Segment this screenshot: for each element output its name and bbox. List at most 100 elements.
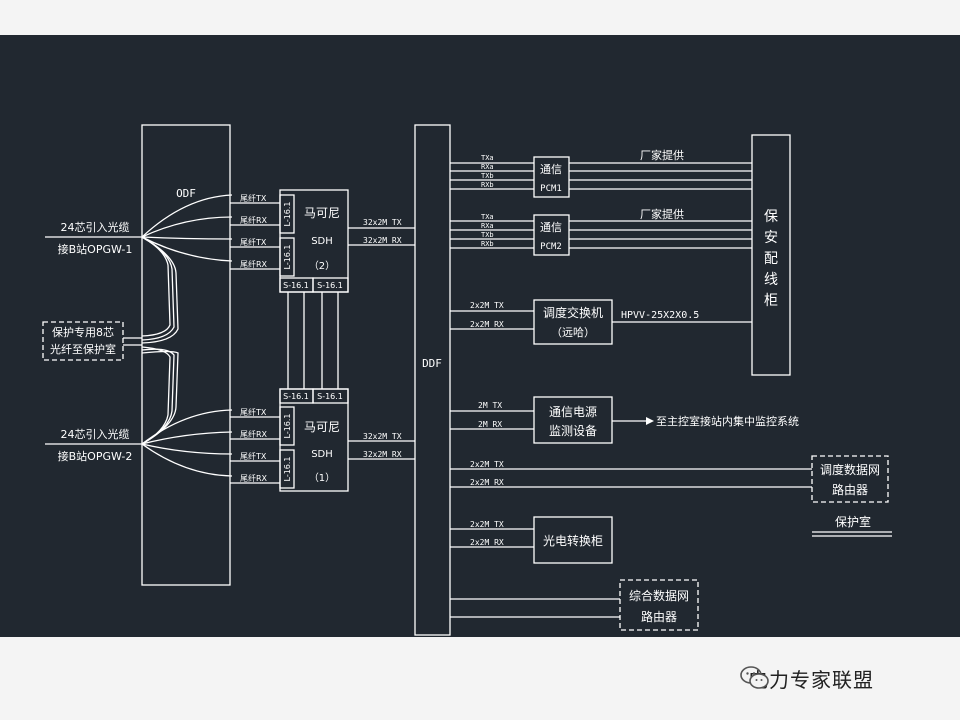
odf-box xyxy=(141,124,231,586)
distribution-cabinet: 保 安 配 线 柜 xyxy=(751,134,791,376)
integrated-router: 综合数据网 路由器 xyxy=(450,579,699,631)
dispatch-router-rx: 2x2M RX xyxy=(470,478,504,487)
pcm1-vendor: 厂家提供 xyxy=(640,148,684,162)
sdh1-port-s2-label: S-16.1 xyxy=(317,392,343,401)
pigtail-tx-2: 尾纤TX xyxy=(240,237,267,247)
watermark-text: 电力专家联盟 xyxy=(748,667,874,692)
sdh1-port-l2-label: L-16.1 xyxy=(283,456,292,481)
dispatch-router-line2: 路由器 xyxy=(832,482,868,497)
optical-cabinet-label: 光电转换柜 xyxy=(543,533,603,548)
pigtails-upper: 尾纤TX 尾纤RX 尾纤TX 尾纤RX xyxy=(230,193,280,270)
power-monitor-dest: 至主控室接站内集中监控系统 xyxy=(656,414,799,428)
diagram-canvas: ODF DDF 24芯引入光缆 接B站OPGW-1 24芯引入光缆 接B站OPG… xyxy=(0,35,960,637)
sdh2-type: SDH xyxy=(311,236,333,247)
protect-room: 保护室 xyxy=(812,514,892,537)
power-monitor-line1: 通信电源 xyxy=(549,405,597,419)
integrated-router-line2: 路由器 xyxy=(641,609,677,624)
sdh2-port-l1 xyxy=(279,194,295,234)
cabinet-char-0: 保 xyxy=(764,209,778,225)
pigtail-rx-3: 尾纤RX xyxy=(240,429,268,439)
pcm2-box xyxy=(533,214,570,256)
cabinet-char-1: 安 xyxy=(764,230,778,246)
pcm2-sig-2: TXb xyxy=(481,231,494,239)
pcm2-line2: PCM2 xyxy=(540,242,562,252)
dispatch-switch-cable: HPVV-25X2X0.5 xyxy=(621,310,699,321)
sdh2-link-rx: 32x2M RX xyxy=(363,236,402,245)
sdh1-type: SDH xyxy=(311,449,333,460)
pigtail-rx-4: 尾纤RX xyxy=(240,473,268,483)
pcm1-line2: PCM1 xyxy=(540,184,562,194)
pigtail-tx-3: 尾纤TX xyxy=(240,407,267,417)
sdh2-port-l2-label: L-16.1 xyxy=(283,244,292,269)
protect-fiber-line1: 保护专用8芯 xyxy=(52,325,114,339)
power-monitor-line2: 监测设备 xyxy=(549,424,597,438)
pcm2-sig-1: RXa xyxy=(481,222,494,230)
sdh2-ddf-links: 32x2M TX 32x2M RX xyxy=(348,218,415,246)
ddf-box xyxy=(414,124,451,636)
pcm1-sig-2: TXb xyxy=(481,172,494,180)
cable1-label-line1: 24芯引入光缆 xyxy=(61,220,130,234)
cable2-label-line2: 接B站OPGW-2 xyxy=(58,449,133,463)
sdh1-port-l2 xyxy=(279,449,295,489)
sdh-1: S-16.1 S-16.1 L-16.1 L-16.1 马可尼 SDH （1） xyxy=(279,388,349,492)
cabinet-char-4: 柜 xyxy=(764,293,778,309)
pcm2-line1: 通信 xyxy=(540,221,562,234)
comm-system-diagram: ODF DDF 24芯引入光缆 接B站OPGW-1 24芯引入光缆 接B站OPG… xyxy=(42,124,892,636)
ddf-label: DDF xyxy=(422,357,442,370)
sdh2-index: （2） xyxy=(309,260,335,272)
sdh1-port-s1-label: S-16.1 xyxy=(283,392,309,401)
odf-label: ODF xyxy=(176,187,196,200)
fiber-fanout-lower xyxy=(141,346,233,477)
sdh1-port-l1-label: L-16.1 xyxy=(283,413,292,438)
sdh2-port-s2 xyxy=(312,277,349,293)
sdh1-link-rx: 32x2M RX xyxy=(363,450,402,459)
cabinet-box xyxy=(751,134,791,376)
fiber-fanout-upper xyxy=(141,194,233,344)
sdh1-port-s2 xyxy=(312,388,349,404)
optical-cabinet: 光电转换柜 2x2M TX 2x2M RX xyxy=(450,516,613,564)
pcm1-sig-1: RXa xyxy=(481,163,494,171)
protect-fiber-line2: 光纤至保护室 xyxy=(50,342,116,356)
pigtail-rx-1: 尾纤RX xyxy=(240,215,268,225)
wechat-icon xyxy=(740,666,769,689)
power-monitor-tx: 2M TX xyxy=(478,401,502,410)
sdh2-port-l2 xyxy=(279,237,295,277)
cabinet-char-3: 线 xyxy=(764,272,778,288)
sdh1-port-l1 xyxy=(279,406,295,446)
power-monitor-rx: 2M RX xyxy=(478,420,502,429)
optical-cabinet-rx: 2x2M RX xyxy=(470,538,504,547)
pcm1-line1: 通信 xyxy=(540,163,562,176)
dispatch-router-tx: 2x2M TX xyxy=(470,460,504,469)
dispatch-router-box xyxy=(811,455,889,503)
sdh-interconnect xyxy=(287,292,339,389)
sdh1-ddf-links: 32x2M TX 32x2M RX xyxy=(348,432,415,460)
pcm2-sig-3: RXb xyxy=(481,240,494,248)
dispatch-switch-line1: 调度交换机 xyxy=(543,305,603,320)
protect-room-label: 保护室 xyxy=(835,514,871,529)
pcm1-box xyxy=(533,156,570,198)
sdh1-link-tx: 32x2M TX xyxy=(363,432,402,441)
dispatch-router: 调度数据网 路由器 2x2M TX 2x2M RX xyxy=(450,455,889,503)
dispatch-router-line1: 调度数据网 xyxy=(820,462,880,477)
pigtail-tx-1: 尾纤TX xyxy=(240,193,267,203)
integrated-router-line1: 综合数据网 xyxy=(629,588,689,603)
sdh2-port-l1-label: L-16.1 xyxy=(283,201,292,226)
pigtail-rx-2: 尾纤RX xyxy=(240,259,268,269)
dispatch-switch-rx: 2x2M RX xyxy=(470,320,504,329)
pcm1-sig-0: TXa xyxy=(481,154,494,162)
pigtail-tx-4: 尾纤TX xyxy=(240,451,267,461)
watermark: 电力专家联盟 xyxy=(740,665,874,692)
cable2-label-line1: 24芯引入光缆 xyxy=(61,427,130,441)
optical-cabinet-box xyxy=(533,516,613,564)
cable1-label-line2: 接B站OPGW-1 xyxy=(58,242,133,256)
pcm2-vendor: 厂家提供 xyxy=(640,207,684,221)
optical-cabinet-tx: 2x2M TX xyxy=(470,520,504,529)
pcm2-sig-0: TXa xyxy=(481,213,494,221)
pcm1-sig-3: RXb xyxy=(481,181,494,189)
sdh2-link-tx: 32x2M TX xyxy=(363,218,402,227)
pcm1: 通信 PCM1 TXa RXa TXb RXb 厂家提供 xyxy=(450,148,752,198)
pigtails-lower: 尾纤TX 尾纤RX 尾纤TX 尾纤RX xyxy=(230,407,280,484)
power-monitor: 通信电源 监测设备 2M TX 2M RX 至主控室接站内集中监控系统 xyxy=(450,396,799,444)
arrow-right-icon xyxy=(646,417,654,425)
protect-fiber-box xyxy=(42,321,124,361)
